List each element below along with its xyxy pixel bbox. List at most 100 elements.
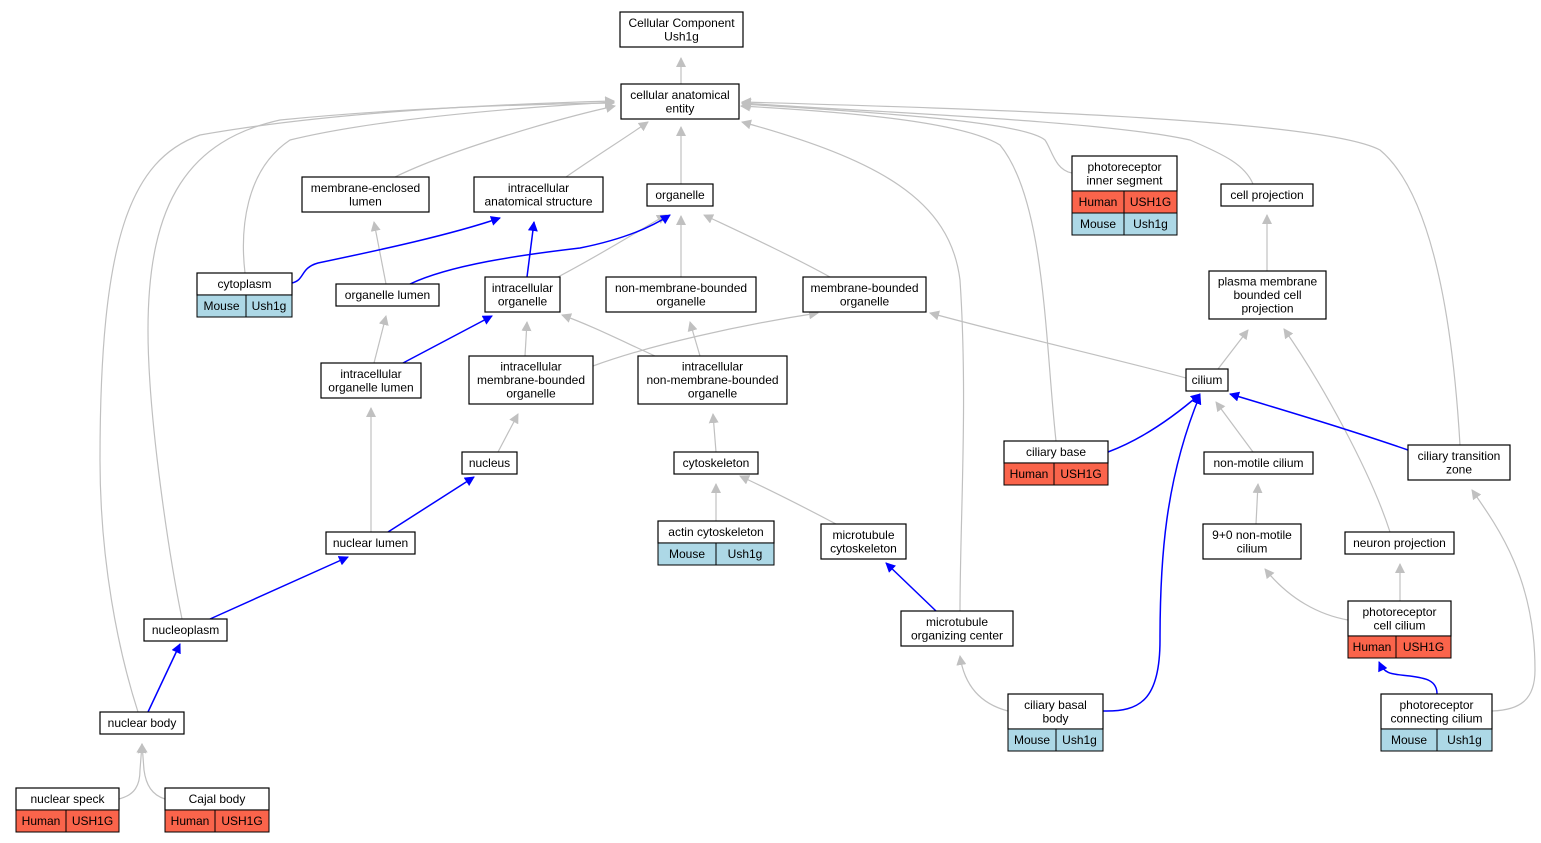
node-label: actin cytoskeleton bbox=[668, 525, 763, 539]
node-label: 9+0 non-motile bbox=[1212, 528, 1292, 542]
node-box bbox=[802, 276, 927, 313]
node-organelle[interactable]: organelle bbox=[646, 183, 714, 207]
node-label: nucleoplasm bbox=[152, 623, 219, 637]
node-nuclumen[interactable]: nuclear lumen bbox=[325, 531, 416, 555]
node-nucbody[interactable]: nuclear body bbox=[99, 711, 185, 735]
edge-ias-cae bbox=[565, 121, 649, 178]
node-nucleus[interactable]: nucleus bbox=[461, 451, 518, 475]
node-box bbox=[1407, 444, 1511, 481]
edge-pconn-ctz bbox=[1471, 489, 1536, 712]
node-label: cytoplasm bbox=[217, 277, 271, 291]
node-nucleoplasm[interactable]: nucleoplasm bbox=[143, 618, 228, 642]
species-label: Human bbox=[171, 814, 210, 828]
node-label: photoreceptor bbox=[1399, 698, 1473, 712]
node-label: organelle lumen bbox=[345, 288, 430, 302]
node-neuronproj[interactable]: neuron projection bbox=[1344, 531, 1455, 555]
node-label: organelle bbox=[688, 387, 738, 401]
node-cellproj[interactable]: cell projection bbox=[1220, 183, 1314, 207]
node-box bbox=[335, 283, 440, 307]
edge-intorg-ias bbox=[526, 221, 538, 278]
edge-mtoc-cbb bbox=[956, 655, 1009, 712]
node-label: organelle bbox=[655, 188, 705, 202]
gene-cell bbox=[1436, 728, 1493, 752]
node-label: cytoskeleton bbox=[830, 541, 897, 555]
node-label: cell cilium bbox=[1373, 618, 1425, 632]
node-box bbox=[301, 176, 430, 213]
edge-cytoplasm-cae bbox=[242, 97, 615, 274]
species-label: Human bbox=[1010, 467, 1049, 481]
gene-label: Ush1g bbox=[252, 299, 287, 313]
edge-inmbo-intorg bbox=[561, 313, 656, 357]
node-label: nuclear body bbox=[108, 716, 177, 730]
node-orglumen[interactable]: organelle lumen bbox=[335, 283, 440, 307]
node-label: anatomical structure bbox=[484, 194, 592, 208]
node-label: cilium bbox=[1237, 541, 1268, 555]
node-nonmotile[interactable]: non-motile cilium bbox=[1203, 451, 1314, 475]
node-box bbox=[1220, 183, 1314, 207]
gene-label: USH1G bbox=[1130, 195, 1171, 209]
edge-nucleoplasm-nuclumen bbox=[209, 556, 349, 620]
node-label: non-membrane-bounded bbox=[646, 373, 778, 387]
edge-inmbo-nmbo bbox=[687, 321, 701, 357]
node-label: lumen bbox=[349, 194, 382, 208]
node-box bbox=[646, 183, 714, 207]
gene-cell bbox=[715, 542, 775, 566]
node-box bbox=[143, 618, 228, 642]
node-cilium[interactable]: cilium bbox=[1185, 368, 1229, 392]
node-label: membrane-bounded bbox=[477, 373, 585, 387]
edge-iol-intorg bbox=[402, 315, 493, 364]
node-label: ciliary base bbox=[1026, 445, 1086, 459]
node-label: cellular anatomical bbox=[630, 88, 729, 102]
edge-cytoplasm-ias bbox=[291, 216, 501, 284]
edge-imbo-mbo bbox=[592, 309, 819, 367]
node-box bbox=[1344, 531, 1455, 555]
node-label: organizing center bbox=[911, 628, 1003, 642]
node-label: intracellular bbox=[340, 367, 401, 381]
edge-imbo-intorg bbox=[521, 321, 532, 357]
gene-label: Ush1g bbox=[1062, 733, 1097, 747]
node-label: non-membrane-bounded bbox=[615, 281, 747, 295]
gene-cell bbox=[1055, 728, 1104, 752]
edge-neuronproj-pmbcp bbox=[1283, 328, 1391, 533]
node-box bbox=[468, 355, 594, 405]
node-cytoskeleton[interactable]: cytoskeleton bbox=[673, 451, 759, 475]
node-label: nuclear lumen bbox=[333, 536, 408, 550]
node-label: Cellular Component bbox=[628, 16, 735, 30]
node-inmbo[interactable]: intracellularnon-membrane-boundedorganel… bbox=[637, 355, 788, 405]
gene-label: Ush1g bbox=[728, 547, 763, 561]
edge-pconn-pcc bbox=[1378, 661, 1438, 695]
species-label: Mouse bbox=[203, 299, 239, 313]
node-label: non-motile cilium bbox=[1213, 456, 1303, 470]
edge-pis-cae bbox=[741, 99, 1073, 174]
edge-ctz-cilium bbox=[1229, 391, 1409, 451]
node-label: projection bbox=[1241, 302, 1293, 316]
node-label: body bbox=[1042, 711, 1068, 725]
edge-mtoc-mtcyto bbox=[885, 562, 937, 612]
gene-label: USH1G bbox=[1403, 640, 1444, 654]
node-label: plasma membrane bbox=[1218, 275, 1318, 289]
edge-cbb-cilium bbox=[1102, 394, 1202, 712]
